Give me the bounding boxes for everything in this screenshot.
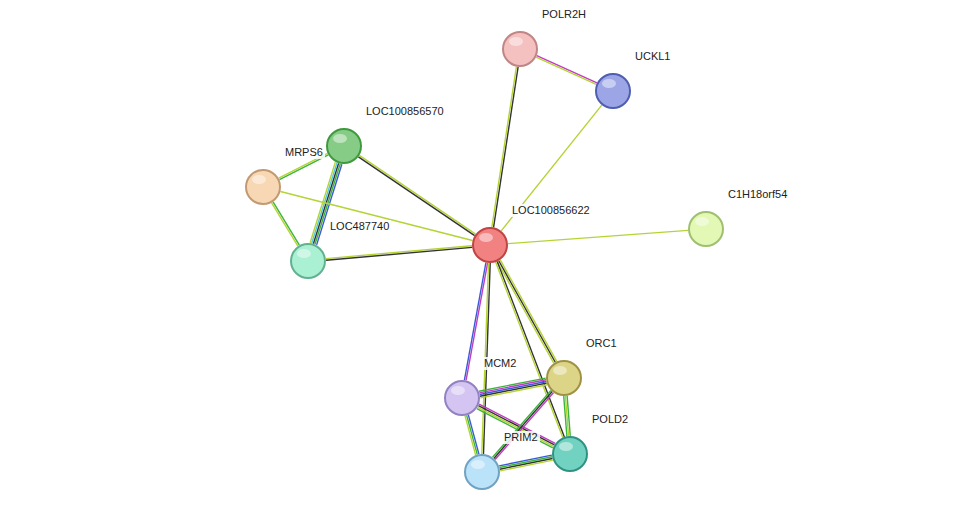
interaction-edge [326,246,472,261]
node-label: MRPS6 [283,146,325,159]
evidence-line [493,390,551,457]
interaction-edge [479,378,547,398]
evidence-line [326,247,472,260]
evidence-line [480,385,547,398]
node-highlight [509,37,523,46]
node-label: POLR2H [540,8,588,21]
node-highlight [559,442,573,451]
protein-node: LOC487740 [290,243,326,279]
protein-node: PRIM2 [464,454,500,490]
evidence-line [467,415,478,454]
node-highlight [451,386,465,395]
interaction-edge [508,230,688,243]
evidence-line [497,262,564,437]
evidence-line [478,406,554,445]
evidence-line [499,261,555,363]
evidence-line [536,57,596,84]
evidence-line [537,56,597,83]
node-highlight [553,366,567,375]
evidence-line [477,409,553,448]
node-highlight [297,249,311,258]
evidence-line [501,105,602,231]
evidence-line [496,262,563,437]
evidence-line [480,381,547,394]
node-highlight [695,217,709,226]
evidence-line [480,383,547,396]
protein-node: POLD2 [552,436,588,472]
protein-node: POLR2H [502,31,538,67]
protein-node: MCM2 [444,380,480,416]
node-label: POLD2 [590,413,630,426]
protein-node: LOC100856622 [472,227,508,263]
interaction-edge [499,455,553,471]
protein-node: LOC100856570 [326,128,362,164]
interaction-edge [493,390,554,459]
evidence-line [465,416,476,455]
interaction-edge [496,262,565,438]
node-highlight [602,79,616,88]
interaction-edge [497,260,556,363]
evidence-line [497,262,553,364]
evidence-line [500,460,553,471]
node-highlight [252,175,266,184]
interaction-edge [501,105,602,231]
evidence-line [326,246,472,259]
evidence-line [273,202,299,245]
protein-node: UCKL1 [595,73,631,109]
protein-node: ORC1 [546,360,582,396]
evidence-line [494,392,552,459]
node-highlight [471,460,485,469]
evidence-line [479,404,555,443]
evidence-line [508,230,688,243]
node-label: LOC100856570 [364,105,446,118]
node-label: ORC1 [584,337,619,350]
protein-node: MRPS6 [245,169,281,205]
interaction-edge [564,396,571,436]
evidence-line [272,203,298,246]
evidence-line [564,396,567,436]
interaction-edge [272,202,300,246]
node-label: MCM2 [482,357,518,370]
interaction-edge [280,191,472,240]
evidence-line [478,407,554,446]
protein-node: C1H18orf54 [688,211,724,247]
interaction-edge [465,415,479,455]
node-label: LOC100856622 [510,204,592,217]
node-highlight [333,134,347,143]
node-highlight [479,233,493,242]
evidence-line [280,191,472,240]
node-label: C1H18orf54 [726,188,789,201]
node-label: UCKL1 [633,50,672,63]
evidence-line [500,458,553,469]
evidence-line [495,393,553,460]
node-label: PRIM2 [502,431,540,444]
node-label: LOC487740 [328,220,391,233]
interaction-edge [536,56,597,85]
interaction-edge [477,404,555,448]
